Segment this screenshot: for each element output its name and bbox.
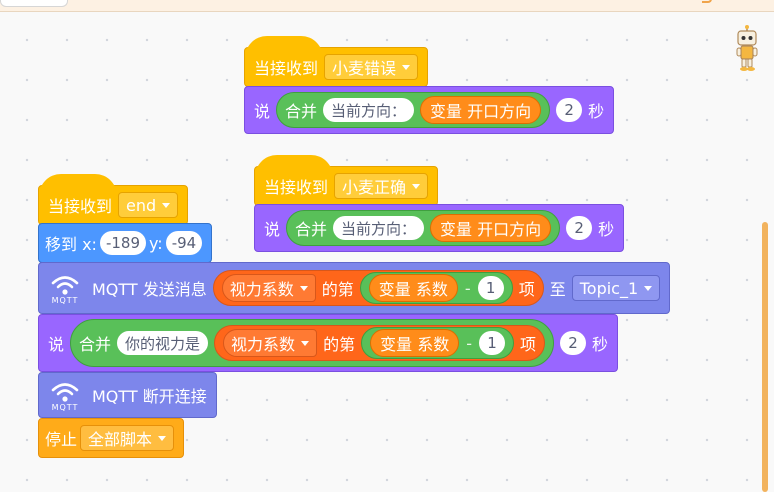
message-dropdown[interactable]: 小麦正确 — [334, 173, 429, 199]
mqtt-disconnect-block[interactable]: MQTT MQTT 断开连接 — [38, 372, 217, 418]
topic-dropdown[interactable]: Topic_1 — [571, 275, 661, 301]
say-label: 说 — [254, 102, 271, 121]
topic-value: Topic_1 — [579, 278, 639, 298]
mqtt-icon-tag: MQTT — [51, 402, 79, 412]
say-block[interactable]: 说 合并 你的视力是 视力系数 的第 变量 系数 - 1 项 2 秒 — [38, 314, 619, 372]
join-label: 合并 — [79, 335, 112, 354]
say-block[interactable]: 说 合并 当前方向： 变量 开口方向 2 秒 — [254, 204, 625, 252]
goto-label: 移到 x: — [45, 235, 97, 254]
list-item-reporter[interactable]: 视力系数 的第 变量 系数 - 1 项 — [212, 270, 544, 306]
variable-prefix: 变量 — [378, 280, 411, 299]
seconds-input[interactable]: 2 — [556, 98, 583, 122]
variable-prefix: 变量 — [430, 102, 463, 121]
number-input[interactable]: 1 — [477, 276, 504, 300]
when-receive-block[interactable]: 当接收到 小麦错误 — [244, 36, 429, 87]
message-value: 小麦错误 — [332, 59, 397, 78]
join-reporter[interactable]: 合并 当前方向： 变量 开口方向 — [286, 210, 561, 246]
wifi-icon: MQTT — [45, 272, 85, 305]
stop-option-dropdown[interactable]: 全部脚本 — [80, 425, 175, 451]
variable-name: 开口方向 — [467, 102, 532, 121]
text-input[interactable]: 你的视力是 — [117, 331, 209, 355]
minus-label: - — [464, 278, 471, 298]
message-dropdown[interactable]: 小麦错误 — [324, 54, 419, 80]
x-input[interactable]: -189 — [99, 231, 146, 255]
top-tab[interactable] — [0, 0, 68, 7]
caret-down-icon — [301, 340, 310, 346]
mqtt-send-block[interactable]: MQTT MQTT 发送消息 视力系数 的第 变量 系数 - 1 项 至 Top… — [38, 262, 671, 314]
corner-mark — [702, 0, 712, 3]
stop-label: 停止 — [45, 430, 78, 449]
seconds-unit: 秒 — [592, 335, 609, 354]
caret-down-icon — [402, 64, 411, 70]
of-label: 的第 — [323, 335, 356, 354]
variable-name: 系数 — [415, 280, 448, 299]
variable-reporter[interactable]: 变量 开口方向 — [430, 214, 552, 242]
mqtt-icon-tag: MQTT — [51, 295, 79, 305]
say-block[interactable]: 说 合并 当前方向： 变量 开口方向 2 秒 — [244, 86, 615, 134]
robot-sprite-icon[interactable] — [734, 24, 760, 74]
vertical-scrollbar[interactable] — [762, 222, 768, 492]
wifi-icon: MQTT — [45, 379, 85, 412]
list-dropdown[interactable]: 视力系数 — [221, 274, 316, 302]
stop-block[interactable]: 停止 全部脚本 — [38, 418, 185, 458]
say-label: 说 — [48, 335, 65, 354]
number-input[interactable]: 1 — [478, 331, 505, 355]
of-label: 的第 — [321, 280, 354, 299]
caret-down-icon — [158, 435, 167, 441]
caret-down-icon — [412, 183, 421, 189]
variable-reporter[interactable]: 变量 系数 — [368, 274, 458, 302]
seconds-unit: 秒 — [598, 220, 615, 239]
variable-prefix: 变量 — [380, 335, 413, 354]
variable-name: 系数 — [417, 335, 450, 354]
text-input[interactable]: 当前方向： — [333, 216, 425, 240]
item-label: 项 — [518, 280, 535, 299]
list-name: 视力系数 — [231, 335, 296, 354]
when-receive-block[interactable]: 当接收到 end — [38, 174, 189, 225]
to-label: 至 — [549, 280, 566, 299]
text-input[interactable]: 当前方向： — [323, 98, 415, 122]
minus-label: - — [466, 333, 472, 353]
mqtt-disconnect-label: MQTT 断开连接 — [92, 387, 207, 406]
list-name: 视力系数 — [229, 280, 294, 299]
variable-reporter[interactable]: 变量 开口方向 — [420, 96, 542, 124]
list-item-reporter[interactable]: 视力系数 的第 变量 系数 - 1 项 — [214, 325, 545, 361]
variable-prefix: 变量 — [440, 220, 473, 239]
variable-name: 开口方向 — [477, 220, 542, 239]
say-label: 说 — [264, 220, 281, 239]
join-label: 合并 — [285, 102, 318, 121]
join-label: 合并 — [295, 220, 328, 239]
y-input[interactable]: -94 — [165, 231, 203, 255]
subtract-reporter[interactable]: 变量 系数 - 1 — [359, 272, 513, 304]
seconds-unit: 秒 — [588, 102, 605, 121]
when-receive-block[interactable]: 当接收到 小麦正确 — [254, 155, 439, 206]
caret-down-icon — [644, 285, 653, 291]
seconds-input[interactable]: 2 — [560, 331, 586, 355]
subtract-reporter[interactable]: 变量 系数 - 1 — [361, 327, 514, 359]
message-dropdown[interactable]: end — [118, 192, 179, 218]
goto-xy-block[interactable]: 移到 x: -189 y: -94 — [38, 223, 213, 263]
seconds-input[interactable]: 2 — [566, 216, 593, 240]
message-value: 小麦正确 — [342, 178, 407, 197]
join-reporter[interactable]: 合并 当前方向： 变量 开口方向 — [276, 92, 551, 128]
when-receive-label: 当接收到 — [48, 197, 113, 216]
join-reporter[interactable]: 合并 你的视力是 视力系数 的第 变量 系数 - 1 项 — [70, 319, 554, 367]
caret-down-icon — [299, 285, 308, 291]
when-receive-label: 当接收到 — [264, 178, 329, 197]
y-label: y: — [149, 233, 163, 253]
when-receive-label: 当接收到 — [254, 59, 319, 78]
list-dropdown[interactable]: 视力系数 — [223, 329, 318, 357]
caret-down-icon — [162, 202, 171, 208]
item-label: 项 — [519, 335, 536, 354]
mqtt-send-label: MQTT 发送消息 — [92, 280, 207, 299]
message-value: end — [126, 195, 157, 215]
top-bar — [0, 0, 774, 12]
variable-reporter[interactable]: 变量 系数 — [370, 329, 460, 357]
stop-option-value: 全部脚本 — [88, 430, 153, 449]
